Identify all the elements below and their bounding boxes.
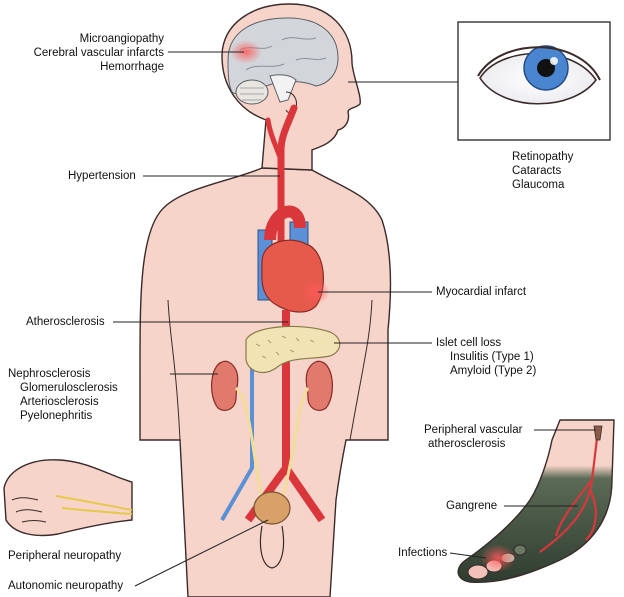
peripheral-vascular-line-1: Peripheral vascular	[424, 424, 523, 436]
right-ureter	[280, 387, 310, 501]
left-kidney	[211, 360, 239, 411]
brain-label: Microangiopathy Cerebral vascular infarc…	[12, 32, 164, 74]
brain-label-line-2: Cerebral vascular infarcts	[33, 47, 164, 59]
kidney-label: Nephrosclerosis Glomerulosclerosis Arter…	[8, 367, 118, 423]
body-silhouette	[139, 167, 392, 597]
vena-cava	[220, 340, 254, 521]
infections-label: Infections	[398, 547, 448, 559]
peripheral-neuropathy-label: Peripheral neuropathy	[8, 550, 122, 562]
eye-inset	[457, 21, 611, 141]
eye-label-line-3: Glaucoma	[512, 179, 565, 191]
kidney-label-line-2: Glomerulosclerosis	[20, 382, 118, 394]
cerebellum	[235, 79, 269, 105]
brain-lesion	[230, 40, 262, 64]
left-ureter	[234, 386, 264, 501]
brain	[227, 17, 339, 95]
leader-lines	[113, 51, 596, 587]
eye-label-line-1: Retinopathy	[512, 151, 574, 163]
islet-label-line-1: Islet cell loss	[436, 337, 502, 349]
foot-inset	[457, 419, 615, 583]
kidney-label-line-3: Arteriosclerosis	[20, 396, 99, 408]
foot-artery	[539, 429, 600, 553]
pupil	[537, 59, 555, 77]
eye-label: Retinopathy Cataracts Glaucoma	[512, 150, 573, 192]
infection-spot	[480, 544, 516, 572]
kidney-label-line-1: Nephrosclerosis	[8, 368, 91, 380]
brain-label-line-1: Microangiopathy	[79, 33, 164, 45]
autonomic-neuropathy-label: Autonomic neuropathy	[8, 580, 124, 592]
right-kidney	[305, 360, 333, 411]
foot	[457, 419, 615, 583]
peripheral-vascular-line-2: atherosclerosis	[428, 438, 506, 450]
pancreas	[245, 325, 341, 373]
kidney-label-line-4: Pyelonephritis	[20, 410, 93, 422]
peripheral-vascular-label: Peripheral vascular atherosclerosis	[424, 423, 522, 451]
infarct-spot	[302, 280, 330, 304]
eye-label-line-2: Cataracts	[512, 165, 562, 177]
hypertension-label: Hypertension	[68, 170, 136, 182]
myocardial-infarct-label: Myocardial infarct	[436, 286, 527, 298]
head	[221, 3, 361, 171]
bladder	[253, 491, 291, 525]
heart	[257, 205, 330, 313]
atherosclerosis-label: Atherosclerosis	[26, 316, 105, 328]
genitals	[259, 525, 285, 569]
hand-nerve	[55, 495, 133, 515]
gangrene-label: Gangrene	[446, 500, 498, 512]
torso	[139, 167, 392, 597]
islet-label: Islet cell loss Insulitis (Type 1) Amylo…	[436, 336, 536, 378]
islet-label-line-2: Insulitis (Type 1)	[450, 351, 534, 363]
hand-inset	[3, 459, 133, 537]
kidneys	[211, 360, 333, 501]
brain-label-line-3: Hemorrhage	[100, 61, 164, 73]
islet-label-line-3: Amyloid (Type 2)	[450, 365, 537, 377]
carotid-arteries	[265, 104, 298, 304]
